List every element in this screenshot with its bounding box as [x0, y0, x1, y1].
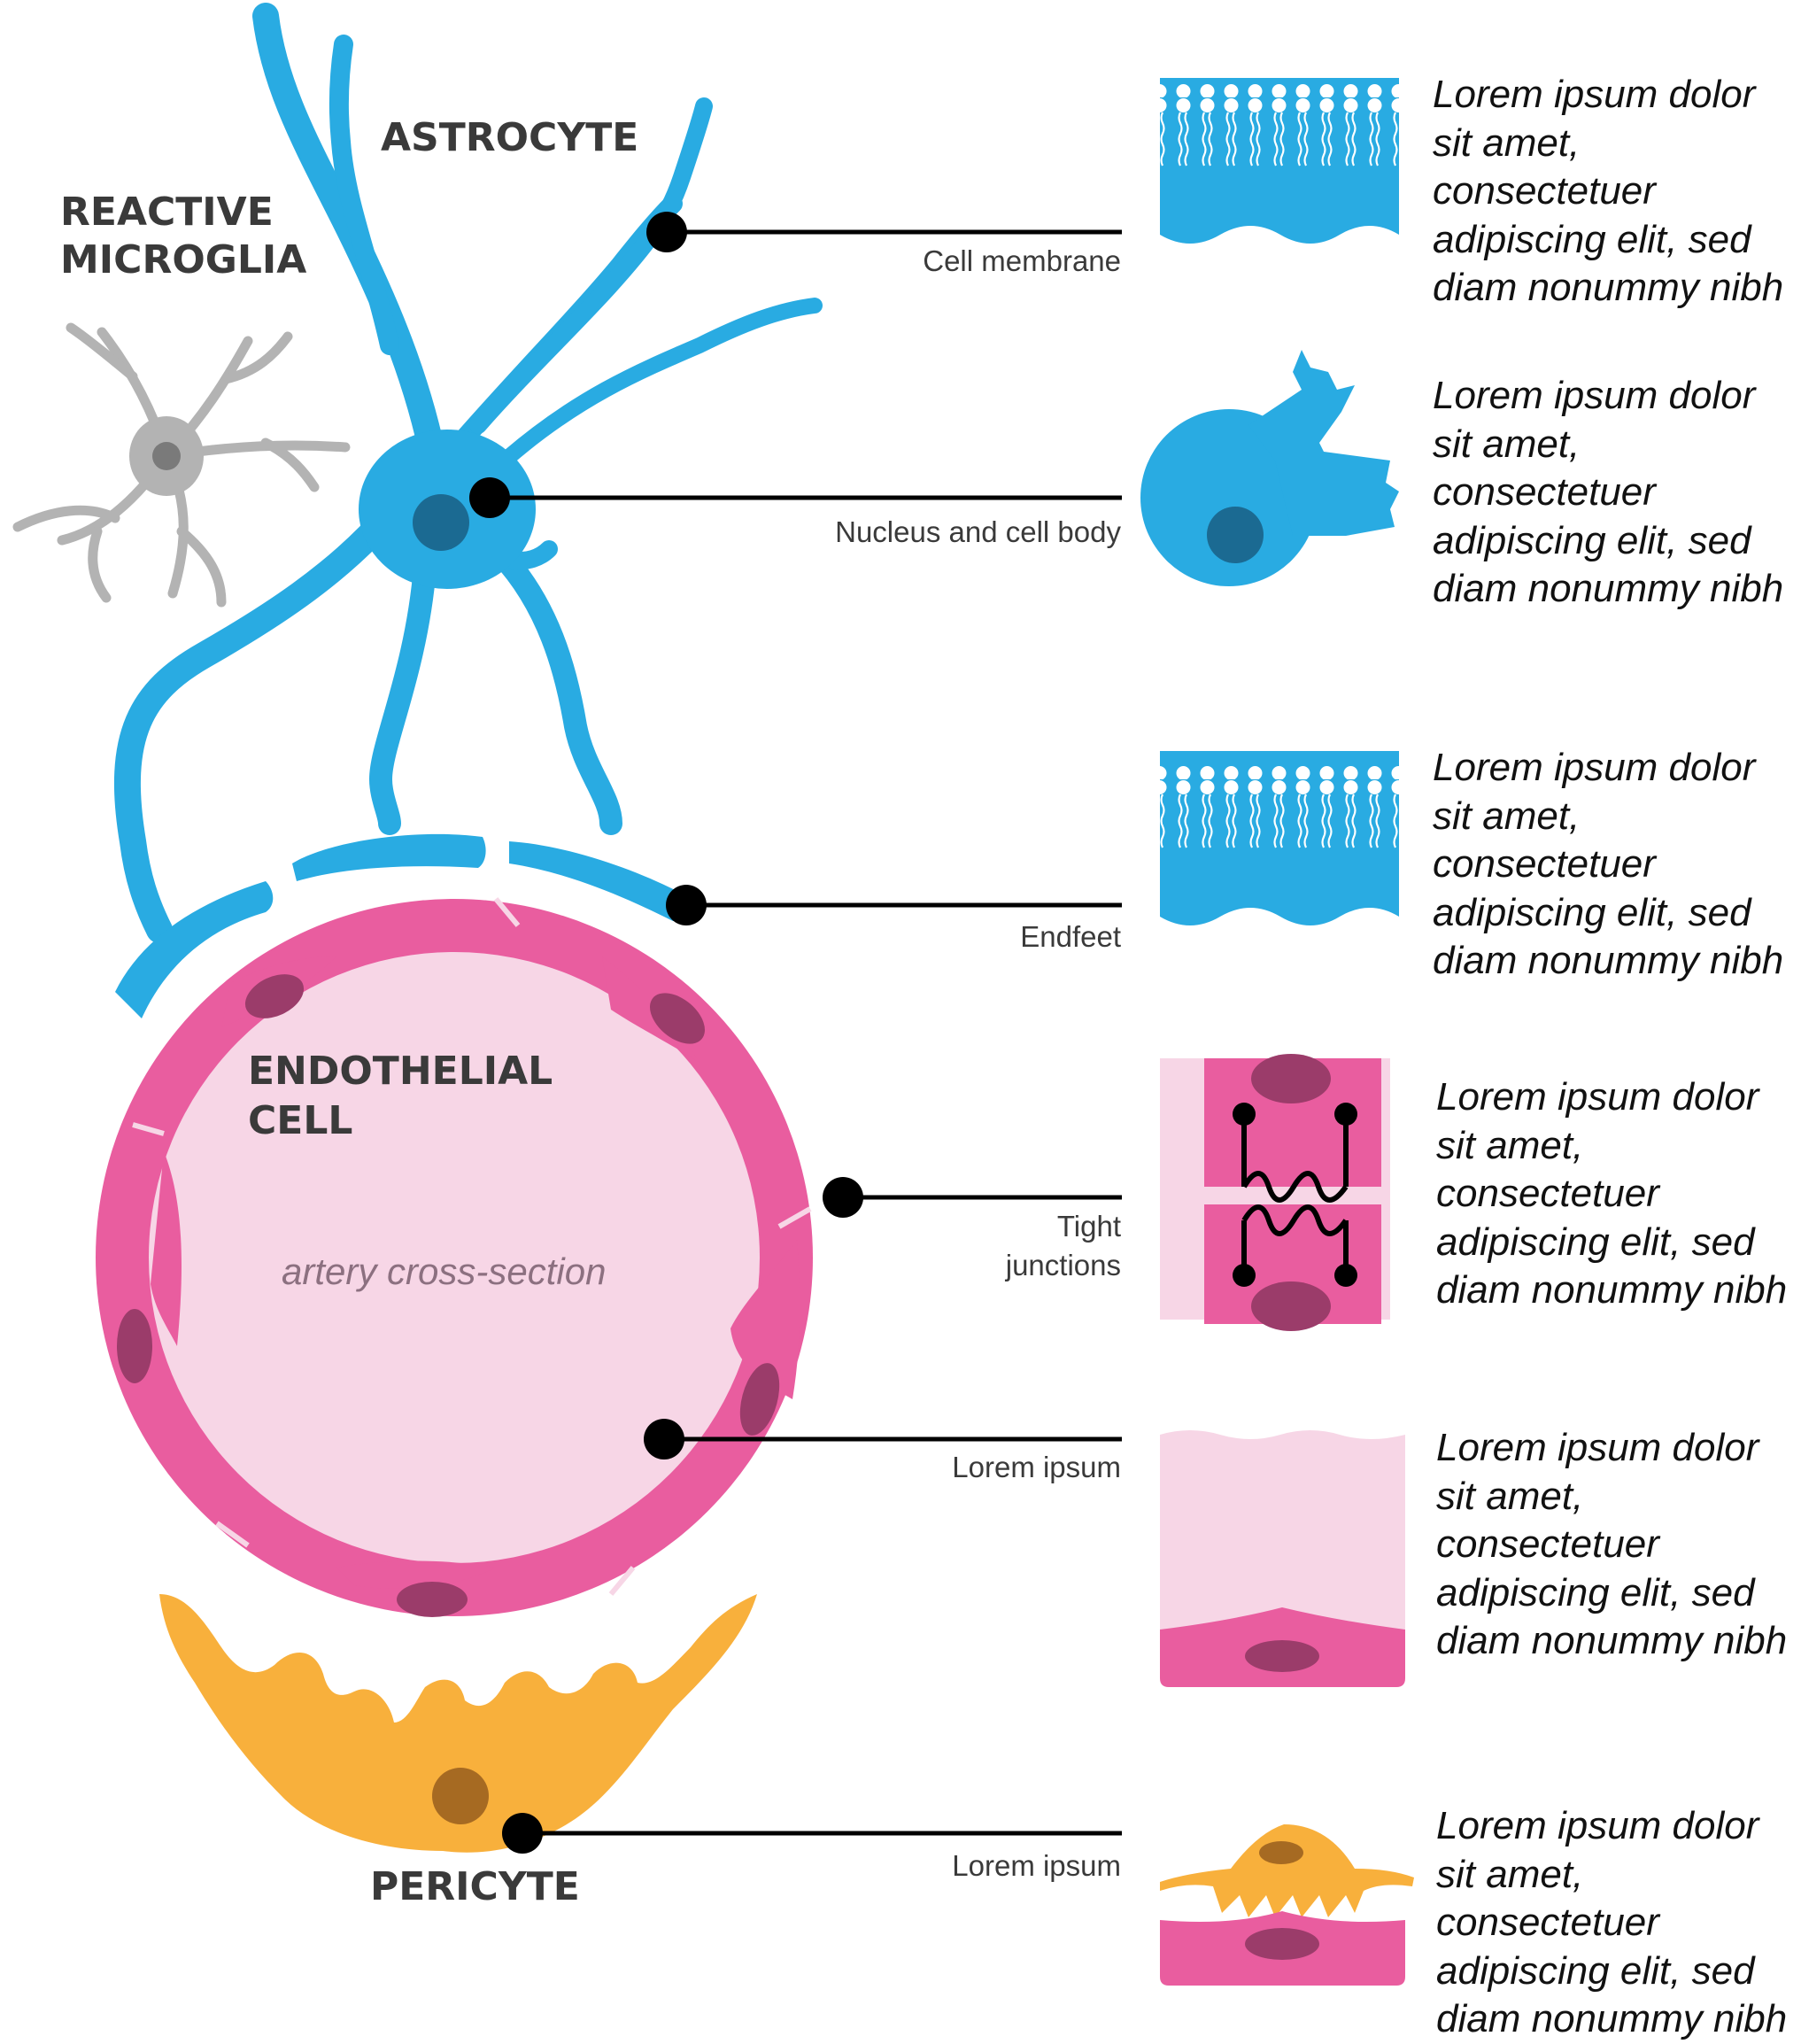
- endothelial-title-line1: ENDOTHELIAL: [248, 1049, 553, 1094]
- astrocyte-cell: [115, 16, 815, 1018]
- label-tight-junctions-line2: junctions: [1005, 1249, 1121, 1281]
- callout-dot-cell-body: [469, 477, 510, 518]
- callout-dot-pericyte: [502, 1813, 543, 1854]
- lumen-label: artery cross-section: [282, 1250, 606, 1292]
- microglia-title-line1: REACTIVE: [60, 190, 274, 235]
- microglia-nucleus: [152, 442, 181, 470]
- pericyte-title: PERICYTE: [370, 1864, 580, 1909]
- endfeet-membrane-icon: [1160, 751, 1399, 925]
- pericyte-cell: [159, 1594, 757, 1853]
- pericyte-nucleus: [432, 1768, 489, 1824]
- label-pericyte: Lorem ipsum: [952, 1849, 1121, 1882]
- label-cell-membrane: Cell membrane: [923, 244, 1121, 277]
- description-pericyte: Lorem ipsum dolor sit amet, consectetuer…: [1436, 1802, 1801, 2044]
- pericyte-section-icon: [1160, 1824, 1414, 1986]
- description-tight-junctions: Lorem ipsum dolor sit amet, consectetuer…: [1436, 1073, 1801, 1315]
- callout-dot-tight-junctions: [823, 1177, 863, 1218]
- description-lumen: Lorem ipsum dolor sit amet, consectetuer…: [1436, 1424, 1801, 1666]
- astrocyte-nucleus: [413, 494, 469, 551]
- label-tight-junctions-line1: Tight: [1057, 1210, 1121, 1243]
- label-lumen: Lorem ipsum: [952, 1451, 1121, 1483]
- callout-dot-membrane: [646, 212, 687, 252]
- cell-membrane-icon: [1160, 78, 1399, 244]
- microglia-cell: [18, 328, 345, 602]
- astrocyte-title: ASTROCYTE: [381, 115, 638, 160]
- endothelial-title-line2: CELL: [248, 1098, 352, 1143]
- microglia-title-line2: MICROGLIA: [60, 237, 306, 283]
- lumen-section-icon: [1160, 1430, 1405, 1687]
- label-nucleus-cell-body: Nucleus and cell body: [835, 515, 1121, 548]
- callout-dot-lumen: [644, 1419, 684, 1459]
- callout-dot-endfeet: [666, 885, 707, 925]
- label-endfeet: Endfeet: [1020, 920, 1121, 953]
- tight-junction-icon: [1160, 1054, 1390, 1331]
- description-endfeet: Lorem ipsum dolor sit amet, consectetuer…: [1433, 744, 1801, 986]
- description-cell-membrane: Lorem ipsum dolor sit amet, consectetuer…: [1433, 71, 1801, 313]
- description-cell-body: Lorem ipsum dolor sit amet, consectetuer…: [1433, 372, 1801, 614]
- cell-body-icon: [1140, 350, 1399, 586]
